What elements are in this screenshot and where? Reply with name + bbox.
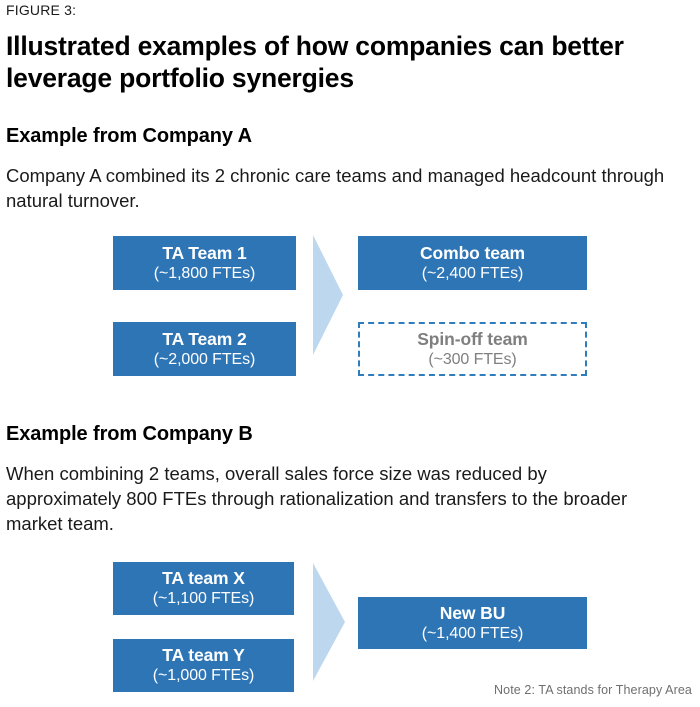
section-title-example-a: Example from Company A <box>6 125 253 147</box>
box-title: TA team X <box>162 568 245 588</box>
box-subtitle: (~2,400 FTEs) <box>421 264 524 282</box>
arrow-right-icon <box>313 235 343 355</box>
box-subtitle: (~1,400 FTEs) <box>421 624 524 642</box>
footnote: Note 2: TA stands for Therapy Area <box>494 683 692 697</box>
arrow-right-icon <box>313 563 345 681</box>
diagram-example-b: TA team X (~1,100 FTEs) TA team Y (~1,00… <box>0 555 700 700</box>
box-new-bu: New BU (~1,400 FTEs) <box>358 597 587 649</box>
box-subtitle: (~1,000 FTEs) <box>152 667 255 684</box>
box-title: TA Team 2 <box>162 328 247 349</box>
box-ta-team-1: TA Team 1 (~1,800 FTEs) <box>113 236 296 290</box>
box-subtitle: (~2,000 FTEs) <box>153 350 256 368</box>
box-subtitle: (~1,100 FTEs) <box>152 590 255 607</box>
box-title: TA team Y <box>162 645 245 665</box>
box-ta-team-2: TA Team 2 (~2,000 FTEs) <box>113 322 296 376</box>
box-title: Spin-off team <box>417 328 528 349</box>
box-title: Combo team <box>420 242 525 263</box>
diagram-example-a: TA Team 1 (~1,800 FTEs) TA Team 2 (~2,00… <box>0 230 700 380</box>
page-title: Illustrated examples of how companies ca… <box>6 31 624 93</box>
box-subtitle: (~1,800 FTEs) <box>153 264 256 282</box>
section-description-example-b: When combining 2 teams, overall sales fo… <box>6 463 628 534</box>
section-description-example-a: Company A combined its 2 chronic care te… <box>6 165 665 211</box>
box-title: TA Team 1 <box>162 242 247 263</box>
box-subtitle: (~300 FTEs) <box>428 350 517 368</box>
box-title: New BU <box>439 602 506 623</box>
figure-label: FIGURE 3: <box>6 2 77 18</box>
box-spin-off-team: Spin-off team (~300 FTEs) <box>358 322 587 376</box>
box-ta-team-x: TA team X (~1,100 FTEs) <box>113 562 294 615</box>
section-title-example-b: Example from Company B <box>6 423 253 445</box>
box-combo-team: Combo team (~2,400 FTEs) <box>358 236 587 290</box>
box-ta-team-y: TA team Y (~1,000 FTEs) <box>113 639 294 692</box>
